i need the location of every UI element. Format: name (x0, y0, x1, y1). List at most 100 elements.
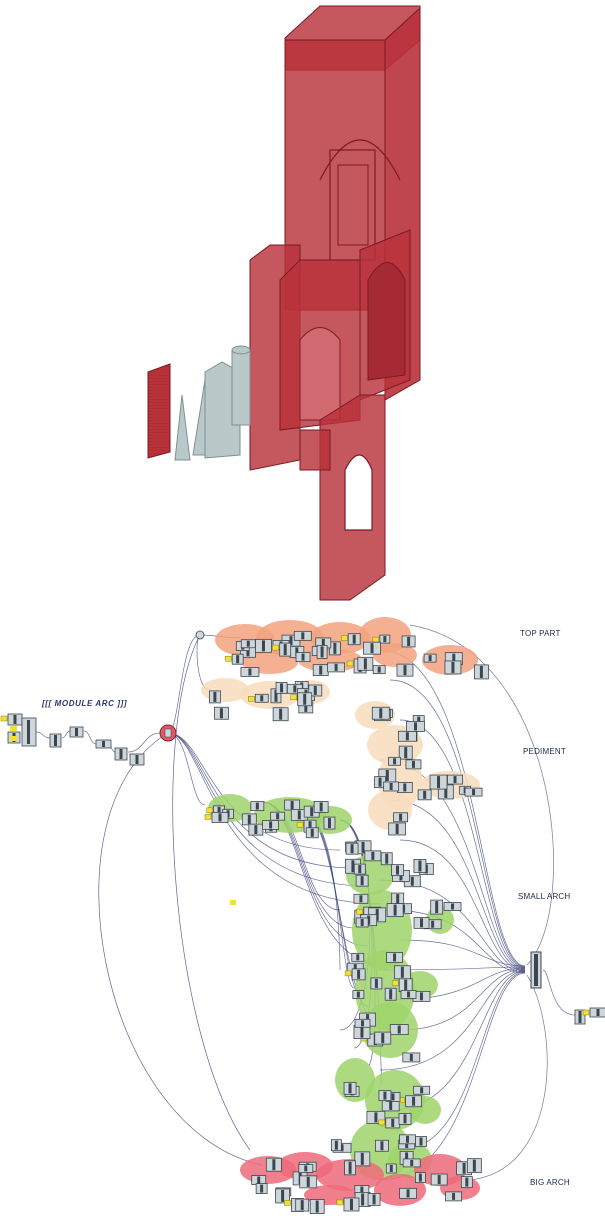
graph-node-body (389, 782, 393, 790)
graph-node-body (303, 693, 307, 705)
graph-node-body (419, 992, 423, 1001)
graph-node-body (319, 665, 323, 675)
graph-node-body (412, 1096, 416, 1106)
graph-node-body (350, 844, 354, 854)
graph-node-body (257, 1176, 261, 1184)
module-arc-title: [[[ MODULE ARC ]]] (42, 699, 128, 708)
connection-wire (542, 969, 576, 1016)
graph-node-body (363, 658, 367, 670)
graph-node-body (27, 720, 30, 744)
connection-wire (35, 731, 51, 739)
graph-node-body (418, 860, 422, 872)
connection-wire (379, 649, 526, 967)
model-cylinder-top (231, 345, 251, 355)
connection-wire (167, 634, 201, 734)
graph-node-body (360, 876, 364, 886)
graph-node-body (418, 1173, 422, 1182)
node-layer (0, 630, 605, 1214)
graph-node-body (246, 646, 250, 657)
graph-node-body (399, 813, 403, 821)
graph-node-body (465, 1177, 469, 1187)
graph-node-body (437, 1175, 441, 1185)
graph-node-body (289, 636, 293, 646)
graph-node-body (356, 991, 360, 998)
graph-node-body (405, 1152, 409, 1164)
graph-panel (372, 636, 380, 643)
graph-node-body (360, 1152, 364, 1165)
graph-node-body (334, 1140, 338, 1150)
section-label-top-part: TOP PART (520, 629, 561, 638)
graph-node-body (451, 661, 455, 673)
graph-panel (391, 980, 399, 986)
connection-wire (389, 679, 526, 968)
graph-panel (230, 900, 236, 905)
graph-node-body (472, 789, 476, 796)
graph-node-body (397, 1025, 401, 1034)
graph-node-body (219, 708, 223, 719)
graph-node-body (300, 1200, 304, 1211)
graph-node-body (409, 1053, 413, 1061)
graph-node-body (407, 991, 411, 998)
graph-node-body (370, 643, 374, 654)
graph-node-body (348, 1161, 352, 1174)
graph-node-body (374, 1112, 378, 1123)
graph-node-body (452, 653, 456, 664)
graph-node-body (269, 821, 273, 829)
connection-wire (389, 799, 526, 971)
graph-node-body (400, 966, 404, 978)
graph-node-body (327, 818, 331, 829)
relay-node (195, 630, 205, 640)
model-upper-arch (319, 139, 401, 181)
graph-node-body (419, 1137, 423, 1146)
graph-node-body (218, 813, 222, 822)
graph-node-body (405, 1135, 409, 1143)
graph-panel (340, 635, 348, 641)
graph-node-body (462, 1162, 466, 1174)
graph-node-body (403, 1114, 407, 1124)
graph-node-body (407, 636, 411, 646)
graph-node-body (213, 691, 217, 702)
graph-node-body (378, 777, 382, 787)
graph-node-body (54, 735, 57, 746)
graph-node-body (371, 851, 375, 860)
graph-node-body (261, 640, 265, 652)
graph-node-body (367, 915, 371, 925)
graph-node-body (361, 1193, 365, 1206)
graph-panel (346, 660, 354, 667)
graph-node-body (391, 1118, 395, 1127)
graph-node-body (453, 776, 457, 784)
graph-panel (356, 908, 363, 915)
graph-node-body (403, 783, 407, 792)
graph-node-body (319, 802, 323, 812)
graph-node-body (274, 689, 278, 702)
graph-node-body (375, 908, 379, 921)
architectural-3d-model (147, 5, 421, 601)
graph-node-body (361, 841, 365, 853)
connection-wire (399, 939, 526, 967)
graph-node-body (396, 894, 400, 907)
graph-node-body (385, 853, 389, 864)
graph-node-body (102, 741, 105, 747)
connection-wire (399, 839, 526, 972)
graph-node-body (417, 716, 421, 724)
graph-node-body (333, 642, 337, 654)
graph-panel (336, 1199, 344, 1206)
graph-node-body (396, 865, 400, 875)
connection-wire (172, 634, 251, 1151)
graph-node-body (403, 665, 407, 676)
model-big-arch-opening (344, 454, 373, 531)
graph-node-body (236, 655, 240, 664)
graph-node-body (428, 655, 432, 662)
graph-node-body (472, 1159, 476, 1172)
graph-node-body (295, 647, 299, 657)
graph-node-body (414, 722, 418, 731)
graph-node-body (351, 860, 355, 873)
graph-node-body (383, 636, 387, 643)
section-label-pediment: PEDIMENT (523, 747, 566, 756)
graph-node-body (405, 1141, 409, 1149)
graph-node-body (380, 1141, 384, 1151)
graph-node-body (301, 653, 305, 661)
graph-node-body (75, 728, 78, 736)
graph-node-body (276, 813, 280, 820)
